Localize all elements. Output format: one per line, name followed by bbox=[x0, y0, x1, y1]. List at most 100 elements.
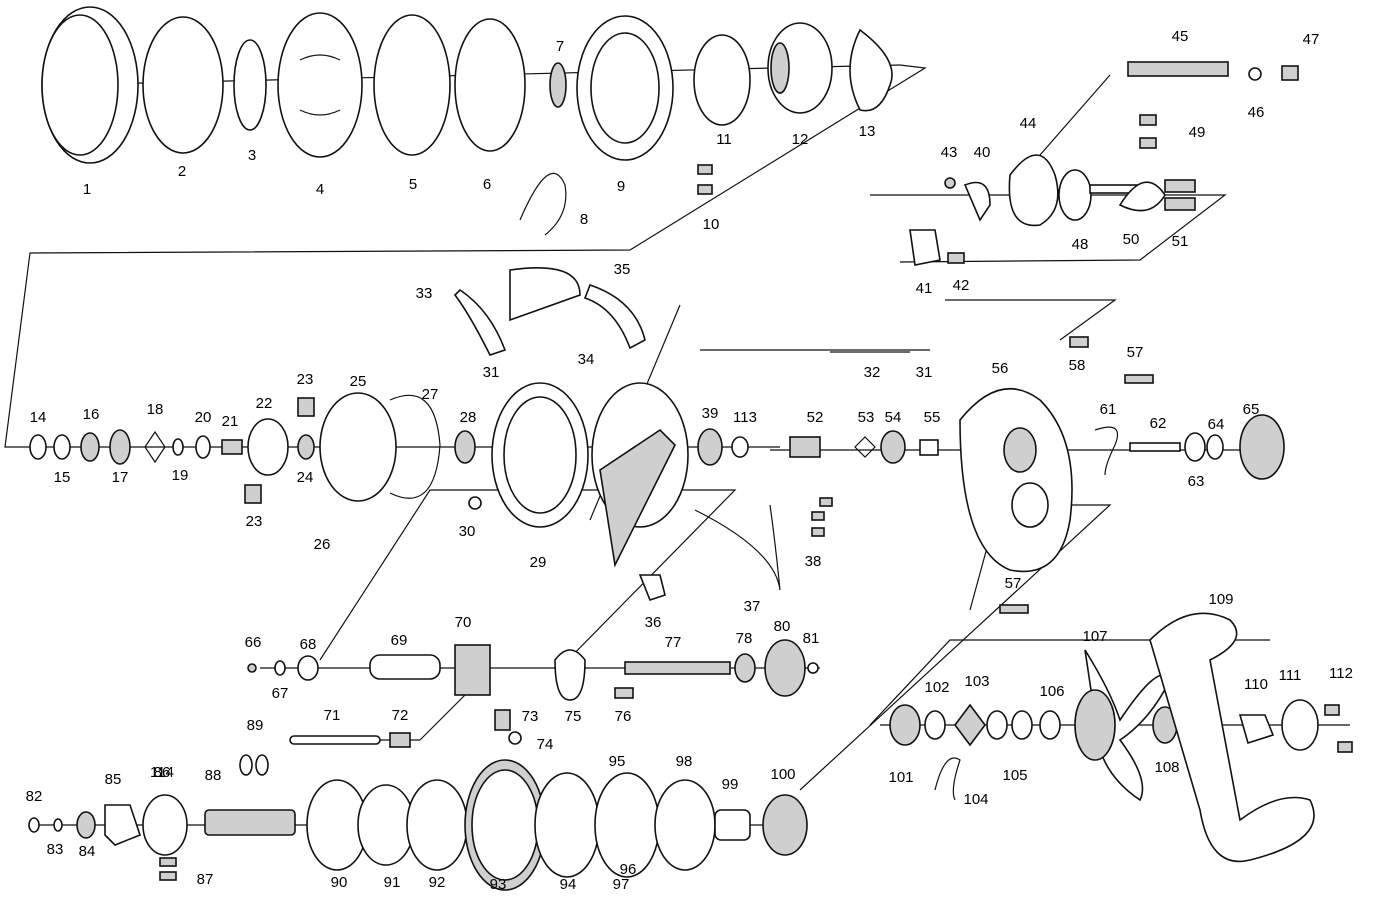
part-label-80: 80 bbox=[774, 618, 791, 635]
part-label-73: 73 bbox=[522, 708, 539, 725]
part-label-2: 2 bbox=[178, 163, 186, 180]
part-label-109: 109 bbox=[1208, 591, 1233, 608]
part-label-12: 12 bbox=[792, 131, 809, 148]
part-label-55: 55 bbox=[924, 409, 941, 426]
part-label-108: 108 bbox=[1154, 759, 1179, 776]
part-label-57: 57 bbox=[1127, 344, 1144, 361]
part-label-67: 67 bbox=[272, 685, 289, 702]
part-label-110: 110 bbox=[1244, 676, 1268, 693]
part-label-19: 19 bbox=[172, 467, 189, 484]
part-label-49: 49 bbox=[1189, 124, 1206, 141]
part-label-48: 48 bbox=[1072, 236, 1089, 253]
part-label-107: 107 bbox=[1082, 628, 1107, 645]
part-label-111: 111 bbox=[1279, 667, 1302, 684]
part-label-14: 14 bbox=[30, 409, 47, 426]
part-label-57: 57 bbox=[1005, 575, 1022, 592]
part-label-16: 16 bbox=[83, 406, 100, 423]
part-label-52: 52 bbox=[807, 409, 824, 426]
part-label-105: 105 bbox=[1002, 767, 1027, 784]
part-label-90: 90 bbox=[331, 874, 348, 891]
part-label-93: 93 bbox=[490, 876, 507, 893]
part-label-15: 15 bbox=[54, 469, 71, 486]
part-label-27: 27 bbox=[422, 386, 439, 403]
part-label-97: 97 bbox=[613, 876, 630, 893]
part-label-29: 29 bbox=[530, 554, 547, 571]
part-label-23: 23 bbox=[246, 513, 263, 530]
part-label-4: 4 bbox=[316, 181, 324, 198]
part-label-31: 31 bbox=[916, 364, 933, 381]
part-label-47: 47 bbox=[1303, 31, 1320, 48]
part-label-25: 25 bbox=[350, 373, 367, 390]
part-label-31: 31 bbox=[483, 364, 500, 381]
part-label-28: 28 bbox=[460, 409, 477, 426]
part-label-114: 114 bbox=[150, 764, 174, 781]
part-label-51: 51 bbox=[1172, 233, 1189, 250]
part-label-85: 85 bbox=[105, 771, 122, 788]
part-label-101: 101 bbox=[888, 769, 913, 786]
part-label-113: 113 bbox=[733, 409, 757, 426]
part-label-56: 56 bbox=[992, 360, 1009, 377]
level-wind-group bbox=[247, 639, 819, 748]
part-label-42: 42 bbox=[953, 277, 970, 294]
part-label-44: 44 bbox=[1020, 115, 1037, 132]
part-label-23: 23 bbox=[297, 371, 314, 388]
part-label-99: 99 bbox=[722, 776, 739, 793]
part-label-102: 102 bbox=[924, 679, 949, 696]
part-label-100: 100 bbox=[770, 766, 795, 783]
part-label-30: 30 bbox=[459, 523, 476, 540]
part-label-94: 94 bbox=[560, 876, 577, 893]
frame-group bbox=[29, 267, 910, 601]
part-label-72: 72 bbox=[392, 707, 409, 724]
part-label-43: 43 bbox=[941, 144, 958, 161]
part-label-33: 33 bbox=[416, 285, 433, 302]
part-label-82: 82 bbox=[26, 788, 43, 805]
part-label-83: 83 bbox=[47, 841, 64, 858]
part-label-112: 112 bbox=[1329, 665, 1353, 682]
part-label-17: 17 bbox=[112, 469, 129, 486]
part-label-11: 11 bbox=[716, 131, 732, 148]
part-label-1: 1 bbox=[83, 181, 91, 198]
part-label-78: 78 bbox=[736, 630, 753, 647]
part-label-41: 41 bbox=[916, 280, 933, 297]
part-label-87: 87 bbox=[197, 871, 214, 888]
part-label-20: 20 bbox=[195, 409, 212, 426]
part-label-38: 38 bbox=[805, 553, 822, 570]
handle-group bbox=[889, 612, 1353, 863]
part-label-13: 13 bbox=[859, 123, 876, 140]
part-label-40: 40 bbox=[974, 144, 991, 161]
part-label-71: 71 bbox=[324, 707, 341, 724]
part-label-98: 98 bbox=[676, 753, 693, 770]
part-label-70: 70 bbox=[455, 614, 472, 631]
part-label-53: 53 bbox=[858, 409, 875, 426]
part-label-88: 88 bbox=[205, 767, 222, 784]
part-label-5: 5 bbox=[409, 176, 417, 193]
part-label-74: 74 bbox=[537, 736, 554, 753]
part-label-24: 24 bbox=[297, 469, 314, 486]
part-label-63: 63 bbox=[1188, 473, 1205, 490]
part-label-22: 22 bbox=[256, 395, 273, 412]
part-label-96: 96 bbox=[620, 861, 637, 878]
part-label-76: 76 bbox=[615, 708, 632, 725]
part-label-81: 81 bbox=[803, 630, 820, 647]
part-label-91: 91 bbox=[384, 874, 401, 891]
part-label-61: 61 bbox=[1100, 401, 1117, 418]
drive-gear-group bbox=[28, 754, 808, 891]
part-label-46: 46 bbox=[1248, 104, 1265, 121]
part-label-36: 36 bbox=[645, 614, 662, 631]
part-label-69: 69 bbox=[391, 632, 408, 649]
part-label-84: 84 bbox=[79, 843, 96, 860]
part-label-32: 32 bbox=[864, 364, 881, 381]
part-label-92: 92 bbox=[429, 874, 446, 891]
spool-cover-group bbox=[41, 6, 893, 236]
part-label-26: 26 bbox=[314, 536, 331, 553]
part-label-9: 9 bbox=[617, 178, 625, 195]
part-label-7: 7 bbox=[556, 38, 564, 55]
part-label-62: 62 bbox=[1150, 415, 1167, 432]
part-label-3: 3 bbox=[248, 147, 256, 164]
part-label-75: 75 bbox=[565, 708, 582, 725]
part-label-35: 35 bbox=[614, 261, 631, 278]
side-plate-group bbox=[789, 336, 1285, 614]
